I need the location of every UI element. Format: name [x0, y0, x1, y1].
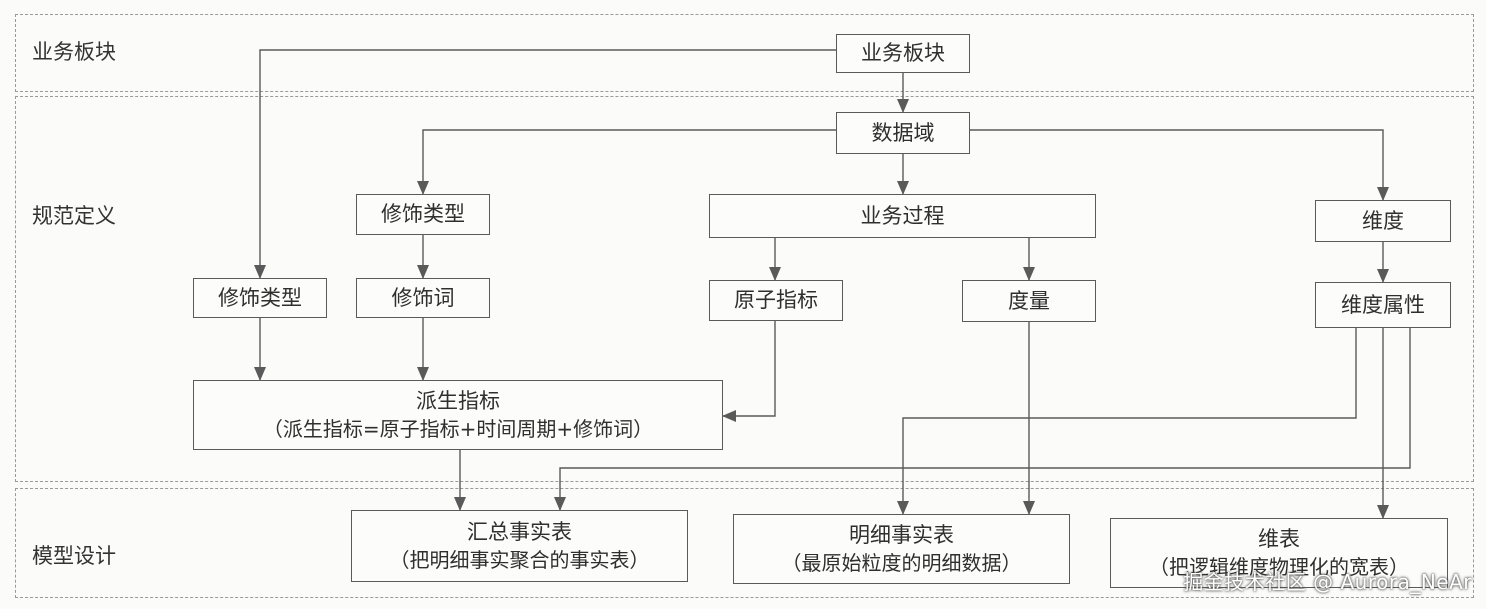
zone-label-spec: 规范定义: [32, 204, 116, 228]
node-dim-table-title: 维表: [1258, 527, 1300, 552]
node-data-domain: 数据域: [836, 112, 970, 154]
node-dimension: 维度: [1315, 200, 1451, 242]
node-dimension-attr-label: 维度属性: [1341, 292, 1425, 317]
node-modifier-type-b: 修饰类型: [356, 194, 490, 235]
node-atomic-metric: 原子指标: [709, 280, 843, 321]
node-atomic-metric-label: 原子指标: [734, 288, 818, 313]
node-summary-fact-title: 汇总事实表: [467, 520, 572, 545]
node-dim-table-sub: （把逻辑维度物理化的宽表）: [1149, 554, 1409, 579]
node-detail-fact: 明细事实表 （最原始粒度的明细数据）: [733, 514, 1070, 584]
node-detail-fact-sub: （最原始粒度的明细数据）: [781, 550, 1022, 575]
node-business-segment-label: 业务板块: [861, 41, 945, 66]
node-summary-fact: 汇总事实表 （把明细事实聚合的事实表）: [351, 510, 688, 582]
node-summary-fact-sub: （把明细事实聚合的事实表）: [389, 547, 650, 572]
node-business-process: 业务过程: [709, 194, 1096, 238]
node-modifier-word-label: 修饰词: [391, 285, 455, 310]
node-dimension-label: 维度: [1362, 208, 1404, 233]
zone-business: [15, 14, 1474, 92]
node-derived-metric: 派生指标 （派生指标=原子指标+时间周期+修饰词）: [193, 380, 723, 450]
zone-label-model: 模型设计: [32, 544, 116, 568]
node-data-domain-label: 数据域: [871, 120, 935, 145]
node-modifier-type-a: 修饰类型: [193, 278, 327, 318]
node-modifier-word: 修饰词: [356, 278, 490, 318]
node-modifier-type-b-label: 修饰类型: [381, 202, 465, 227]
node-measure: 度量: [962, 280, 1096, 322]
node-detail-fact-title: 明细事实表: [849, 523, 954, 548]
node-derived-metric-sub: （派生指标=原子指标+时间周期+修饰词）: [262, 416, 654, 441]
node-dim-table: 维表 （把逻辑维度物理化的宽表）: [1110, 518, 1448, 588]
zone-label-business: 业务板块: [32, 40, 116, 64]
node-dimension-attr: 维度属性: [1315, 282, 1451, 328]
watermark: 掘金技术社区 @ Aurora_NeAr: [1183, 570, 1472, 594]
node-modifier-type-a-label: 修饰类型: [218, 285, 302, 310]
node-derived-metric-title: 派生指标: [416, 389, 500, 414]
node-business-process-label: 业务过程: [860, 203, 945, 228]
node-business-segment: 业务板块: [836, 34, 970, 73]
node-measure-label: 度量: [1008, 288, 1050, 313]
